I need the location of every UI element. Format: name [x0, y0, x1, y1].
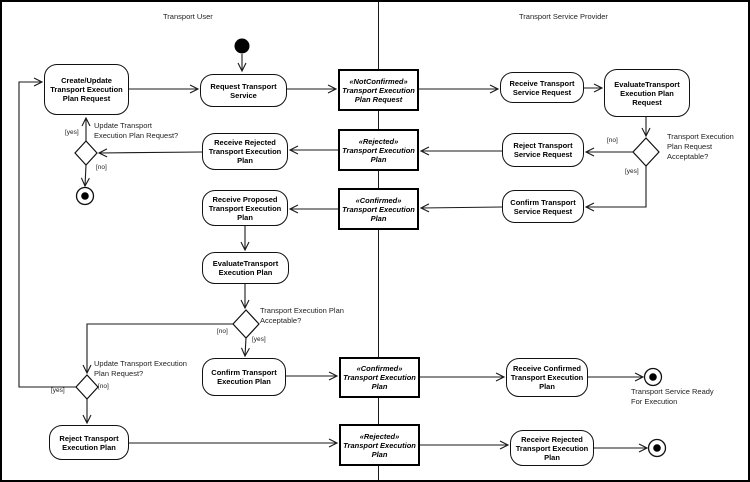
action-receive-rejected-plan-user: Receive Rejected Transport Execution Pla…	[202, 133, 288, 170]
object-confirmed-plan-bottom: «Confirmed» Transport Execution Plan	[339, 357, 420, 398]
label-plan-acceptable: Transport Execution Plan Acceptable?	[260, 306, 344, 325]
guard-d4-no: [no]	[98, 383, 109, 390]
action-receive-service-request: Receive Transport Service Request	[500, 72, 584, 103]
flow-edge-receive-rejected-to-decision1	[97, 148, 203, 158]
action-confirm-plan: Confirm Transport Execution Plan	[202, 358, 286, 396]
final-node-user-dot	[81, 192, 89, 200]
decision-update-plan-request-bottom	[75, 374, 99, 400]
lane-title-transport-user: Transport User	[163, 12, 213, 21]
flow-edge-decision3-no-to-decision4	[82, 323, 233, 375]
label-update-plan-request-bottom: Update Transport Execution Plan Request?	[94, 359, 187, 378]
action-receive-confirmed-plan: Receive Confirmed Transport Execution Pl…	[506, 358, 588, 397]
flow-edge-decision4-yes-to-create-update	[18, 77, 76, 388]
action-reject-plan: Reject Transport Execution Plan	[49, 425, 129, 460]
object-confirmed-plan-top: «Confirmed» Transport Execution Plan	[338, 188, 419, 230]
guard-d3-yes: [yes]	[252, 336, 266, 343]
final-node-rejected-dot	[653, 444, 661, 452]
guard-d3-no: [no]	[217, 328, 228, 335]
label-plan-request-acceptable: Transport Execution Plan Request Accepta…	[667, 132, 734, 161]
label-update-plan-request-top: Update Transport Execution Plan Request?	[94, 121, 179, 140]
action-confirm-service-request: Confirm Transport Service Request	[502, 190, 584, 223]
guard-d1-yes: [yes]	[65, 129, 79, 136]
lane-title-transport-service-provider: Transport Service Provider	[519, 12, 608, 21]
initial-node	[234, 38, 250, 54]
guard-d2-no: [no]	[607, 137, 618, 144]
flow-edge-decision3-yes-to-confirm-plan	[240, 337, 250, 358]
action-create-update-plan-request: Create/Update Transport Execution Plan R…	[44, 64, 129, 115]
decision-update-plan-request-top	[74, 140, 98, 166]
guard-d2-yes: [yes]	[625, 168, 639, 175]
object-rejected-plan-bottom: «Rejected» Transport Execution Plan	[339, 424, 420, 466]
final-node-ready-dot	[649, 373, 657, 381]
flow-edge-confirm-service-request-to-confirmed	[419, 203, 503, 213]
action-receive-proposed-plan: Receive Proposed Transport Execution Pla…	[202, 190, 288, 226]
action-evaluate-plan: EvaluateTransport Execution Plan	[202, 252, 289, 284]
flow-edge-decision-yes-to-confirm-service-request	[584, 166, 647, 212]
guard-d1-no: [no]	[96, 164, 107, 171]
decision-plan-request-acceptable	[632, 137, 660, 167]
action-reject-service-request: Reject Transport Service Request	[502, 133, 584, 167]
guard-d4-yes: [yes]	[51, 387, 65, 394]
action-evaluate-plan-request: EvaluateTransport Execution Plan Request	[604, 69, 690, 117]
action-receive-rejected-plan-provider: Receive Rejected Transport Execution Pla…	[510, 430, 594, 466]
swimlane-divider	[378, 2, 379, 480]
object-rejected-plan-top: «Rejected» Transport Execution Plan	[338, 129, 419, 171]
action-request-transport-service: Request Transport Service	[200, 74, 287, 107]
label-ready-for-execution: Transport Service Ready For Execution	[631, 387, 714, 406]
decision-plan-acceptable	[232, 309, 260, 339]
flow-edge-decision1-no-to-final	[80, 164, 90, 188]
object-notconfirmed-plan-request: «NotConfirmed» Transport Execution Plan …	[338, 69, 419, 111]
